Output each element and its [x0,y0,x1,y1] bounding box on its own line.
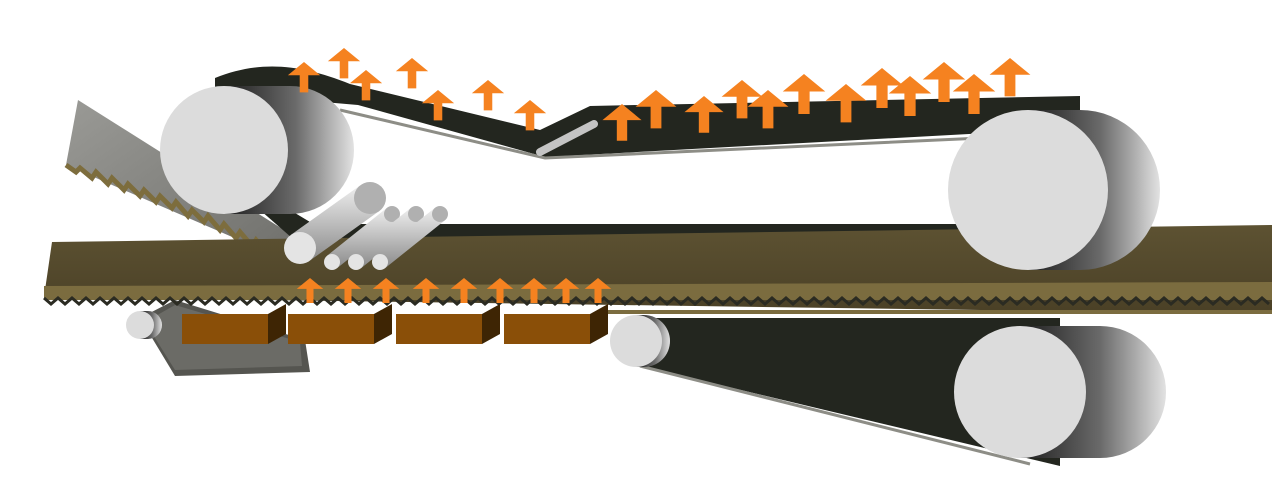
heating-block-icon [504,304,608,344]
bottom-belt [632,318,1060,466]
arrow-up-icon [584,278,612,303]
pressing-rods [284,120,598,270]
arrow-up-icon [747,90,789,129]
roller-icon [126,311,162,339]
arrow-up-icon [349,70,383,101]
roller-icon [954,326,1166,458]
roller-icon [610,315,670,367]
rod-icon [324,206,400,270]
arrow-up-icon [395,58,429,89]
arrow-up-icon [888,76,932,116]
arrow-up-icon [552,278,580,303]
arrow-up-icon [450,278,478,303]
arrow-up-icon [952,74,996,114]
arrow-up-icon [602,104,642,141]
arrow-up-icon [860,68,904,108]
roller-icon [948,110,1160,270]
heating-block-icon [288,304,392,344]
rod-icon [348,206,424,270]
arrow-up-icon [327,48,361,79]
arrow-up-icon [721,80,763,119]
heating-blocks [182,304,608,344]
arrow-up-icon [372,278,400,303]
arrow-up-icon [296,278,324,303]
heating-block-icon [396,304,500,344]
arrow-up-icon [782,74,826,114]
rod-icon [372,206,448,270]
arrow-up-icon [989,58,1031,97]
arrow-up-icon [684,96,724,133]
heating-block-icon [182,304,286,344]
arrow-up-icon [825,84,867,123]
rollers [126,86,1166,458]
arrow-up-icon [421,90,455,121]
arrow-up-icon [412,278,440,303]
arrow-up-icon [334,278,362,303]
rod-icon [284,182,386,264]
arrow-up-icon [922,62,966,102]
arrow-up-icon [635,90,677,129]
arrow-up-icon [513,100,547,131]
arrow-up-icon [471,80,505,111]
heat-flow-arrows [287,48,1031,303]
roller-icon [160,86,354,214]
arrow-up-icon [486,278,514,303]
rod-icon [536,120,598,156]
arrow-up-icon [287,62,321,93]
arrow-up-icon [520,278,548,303]
